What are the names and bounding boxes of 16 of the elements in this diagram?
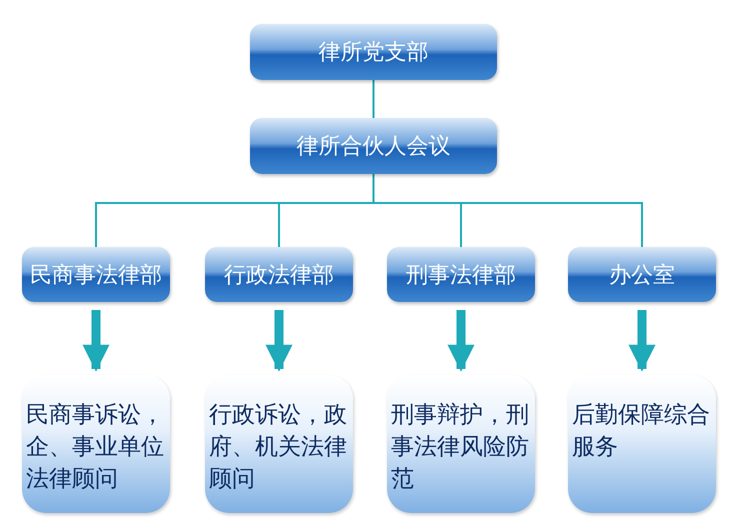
arrow [628,310,656,372]
duty-box: 民商事诉讼，企、事业单位法律顾问 [22,375,170,513]
connector-line [372,80,374,118]
arrow [448,310,474,372]
duty-box: 行政诉讼，政府、机关法律顾问 [205,375,353,513]
arrow [266,310,292,372]
department-box: 律所合伙人会议 [250,118,497,174]
department-box: 律所党支部 [250,24,497,80]
department-box: 刑事法律部 [387,247,535,302]
duty-box: 后勤保障综合服务 [568,375,716,513]
department-box: 办公室 [568,247,716,302]
department-box: 民商事法律部 [22,247,170,302]
department-box: 行政法律部 [205,247,353,302]
duty-box: 刑事辩护，刑事法律风险防范 [387,375,535,513]
arrow [82,310,110,372]
connector-line [372,174,643,247]
